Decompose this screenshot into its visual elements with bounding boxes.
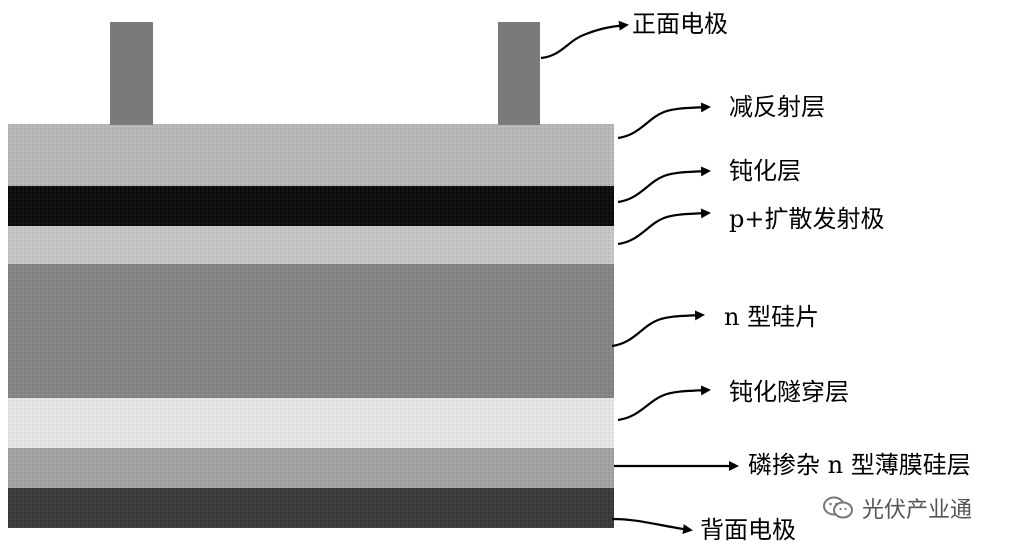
watermark: 光伏产业通 bbox=[822, 492, 972, 524]
watermark-text: 光伏产业通 bbox=[862, 498, 973, 523]
arrow-anti-reflection bbox=[617, 102, 711, 140]
label-emitter: p+扩散发射极 bbox=[729, 205, 885, 233]
label-passivation: 钝化层 bbox=[729, 157, 801, 185]
label-back-electrode: 背面电极 bbox=[700, 516, 796, 544]
arrow-emitter bbox=[617, 208, 711, 246]
arrow-front-electrode bbox=[540, 20, 629, 60]
label-doped-film: 磷掺杂 n 型薄膜硅层 bbox=[748, 451, 971, 479]
label-anti-reflection: 减反射层 bbox=[729, 93, 825, 121]
wechat-icon bbox=[823, 496, 853, 519]
layer-stack bbox=[8, 124, 614, 528]
arrow-passivation bbox=[617, 166, 711, 204]
front-electrodes bbox=[110, 22, 540, 125]
front-electrode-right bbox=[498, 22, 540, 125]
label-tunnel-passivation: 钝化隧穿层 bbox=[729, 378, 849, 406]
texture-overlay bbox=[8, 124, 614, 528]
front-electrode-left bbox=[110, 22, 153, 125]
leader-arrows bbox=[540, 20, 739, 535]
arrow-tunnel-passivation bbox=[617, 385, 711, 422]
label-front-electrode: 正面电极 bbox=[632, 10, 728, 38]
label-wafer: n 型硅片 bbox=[724, 303, 820, 331]
arrow-back-electrode bbox=[611, 517, 693, 535]
arrow-wafer bbox=[611, 310, 705, 348]
